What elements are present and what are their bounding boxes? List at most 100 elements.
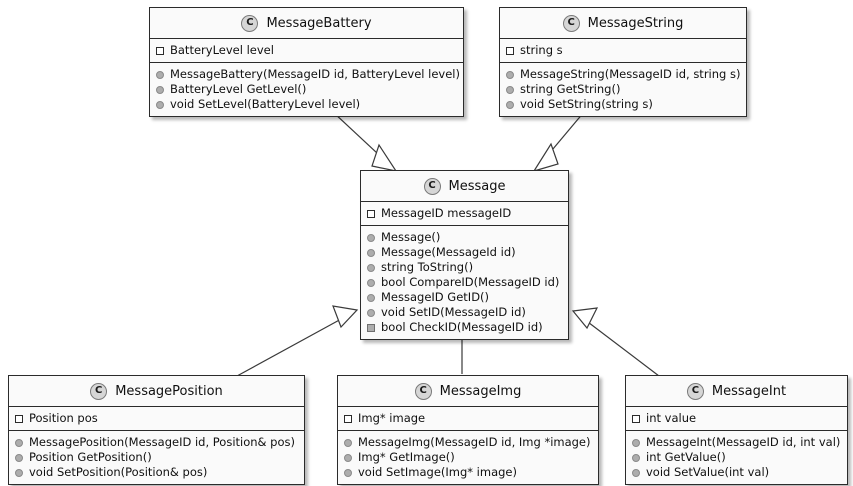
class-circle-icon: C — [423, 177, 441, 195]
attribute-label: MessageID messageID — [381, 206, 512, 220]
visibility-public-icon — [506, 100, 514, 109]
method-label: MessageID GetID() — [381, 290, 490, 304]
class-attributes-messageposition: Position pos — [9, 407, 304, 431]
method-label: void SetImage(Img* image) — [358, 465, 517, 479]
class-circle-icon: C — [90, 382, 108, 400]
visibility-private-icon — [367, 209, 375, 218]
class-box-messageint[interactable]: C MessageInt int value MessageInt(Messag… — [625, 375, 848, 485]
arrowhead-messagestring — [532, 142, 559, 173]
class-box-messageimg[interactable]: C MessageImg Img* image MessageImg(Messa… — [337, 375, 599, 485]
method-row: void SetValue(int val) — [632, 465, 841, 480]
method-row: BatteryLevel GetLevel() — [156, 82, 457, 97]
visibility-public-icon — [367, 233, 375, 242]
method-row: bool CheckID(MessageID id) — [367, 320, 562, 335]
visibility-public-icon — [344, 453, 352, 462]
class-box-message[interactable]: C Message MessageID messageID Message() … — [360, 170, 569, 340]
visibility-protected-icon — [367, 323, 375, 332]
method-row: void SetImage(Img* image) — [344, 465, 592, 480]
method-row: void SetLevel(BatteryLevel level) — [156, 97, 457, 112]
method-label: MessageString(MessageID id, string s) — [520, 67, 741, 81]
method-label: void SetID(MessageID id) — [381, 305, 526, 319]
class-header-messageposition: C MessagePosition — [9, 376, 304, 407]
class-header-messageimg: C MessageImg — [338, 376, 598, 407]
method-row: MessageBattery(MessageID id, BatteryLeve… — [156, 67, 460, 82]
class-circle-icon: C — [241, 14, 259, 32]
visibility-public-icon — [506, 70, 514, 79]
class-title: MessageString — [587, 15, 684, 31]
visibility-public-icon — [367, 293, 375, 302]
class-header-messageint: C MessageInt — [626, 376, 847, 407]
method-row: Message() — [367, 230, 562, 245]
visibility-public-icon — [367, 278, 375, 287]
class-methods-messagebattery: MessageBattery(MessageID id, BatteryLeve… — [150, 63, 463, 116]
method-row: MessageImg(MessageID id, Img *image) — [344, 435, 592, 450]
class-title: MessagePosition — [115, 383, 223, 399]
class-methods-messagestring: MessageString(MessageID id, string s) st… — [500, 63, 746, 116]
class-box-messagestring[interactable]: C MessageString string s MessageString(M… — [499, 7, 747, 117]
class-attributes-message: MessageID messageID — [361, 202, 568, 226]
visibility-private-icon — [15, 414, 23, 423]
method-label: bool CheckID(MessageID id) — [381, 320, 543, 334]
method-label: Message(MessageId id) — [381, 245, 516, 259]
attribute-label: BatteryLevel level — [170, 43, 274, 57]
method-label: BatteryLevel GetLevel() — [170, 82, 307, 96]
method-row: Position GetPosition() — [15, 450, 298, 465]
visibility-public-icon — [632, 438, 640, 447]
attribute-row: BatteryLevel level — [156, 43, 457, 58]
class-box-messageposition[interactable]: C MessagePosition Position pos MessagePo… — [8, 375, 305, 485]
method-label: MessageImg(MessageID id, Img *image) — [358, 435, 591, 449]
method-label: Img* GetImage() — [358, 450, 455, 464]
method-label: void SetValue(int val) — [646, 465, 770, 479]
attribute-row: MessageID messageID — [367, 206, 562, 221]
attribute-row: string s — [506, 43, 740, 58]
arrowhead-messagebattery — [371, 143, 398, 172]
visibility-public-icon — [632, 468, 640, 477]
class-header-message: C Message — [361, 171, 568, 202]
visibility-public-icon — [15, 468, 23, 477]
class-methods-messageposition: MessagePosition(MessageID id, Position& … — [9, 431, 304, 484]
class-attributes-messagebattery: BatteryLevel level — [150, 39, 463, 63]
method-label: bool CompareID(MessageID id) — [381, 275, 560, 289]
attribute-label: int value — [646, 411, 697, 425]
class-circle-icon: C — [414, 382, 432, 400]
attribute-row: Position pos — [15, 411, 298, 426]
method-label: MessageBattery(MessageID id, BatteryLeve… — [170, 67, 460, 81]
class-methods-messageint: MessageInt(MessageID id, int val) int Ge… — [626, 431, 847, 484]
visibility-public-icon — [344, 468, 352, 477]
attribute-label: Img* image — [358, 411, 426, 425]
method-row: void SetPosition(Position& pos) — [15, 465, 298, 480]
method-row: MessageInt(MessageID id, int val) — [632, 435, 841, 450]
class-title: Message — [448, 178, 506, 194]
class-attributes-messageint: int value — [626, 407, 847, 431]
method-row: MessagePosition(MessageID id, Position& … — [15, 435, 298, 450]
attribute-row: Img* image — [344, 411, 592, 426]
method-label: void SetPosition(Position& pos) — [29, 465, 208, 479]
class-box-messagebattery[interactable]: C MessageBattery BatteryLevel level Mess… — [149, 7, 464, 117]
attribute-label: string s — [520, 43, 563, 57]
visibility-private-icon — [344, 414, 352, 423]
visibility-public-icon — [156, 100, 164, 109]
method-row: string GetString() — [506, 82, 740, 97]
visibility-private-icon — [632, 414, 640, 423]
visibility-private-icon — [506, 46, 514, 55]
visibility-public-icon — [15, 438, 23, 447]
method-label: string GetString() — [520, 82, 621, 96]
class-methods-messageimg: MessageImg(MessageID id, Img *image) Img… — [338, 431, 598, 484]
method-row: MessageID GetID() — [367, 290, 562, 305]
visibility-public-icon — [156, 85, 164, 94]
visibility-public-icon — [15, 453, 23, 462]
method-row: MessageString(MessageID id, string s) — [506, 67, 740, 82]
method-row: Message(MessageId id) — [367, 245, 562, 260]
attribute-label: Position pos — [29, 411, 98, 425]
visibility-public-icon — [632, 453, 640, 462]
method-label: void SetString(string s) — [520, 97, 653, 111]
method-row: bool CompareID(MessageID id) — [367, 275, 562, 290]
visibility-public-icon — [344, 438, 352, 447]
edge-messageposition-to-message — [236, 311, 355, 377]
visibility-private-icon — [156, 46, 164, 55]
arrowhead-messageposition — [332, 305, 359, 329]
method-label: int GetValue() — [646, 450, 726, 464]
method-row: string ToString() — [367, 260, 562, 275]
class-header-messagebattery: C MessageBattery — [150, 8, 463, 39]
